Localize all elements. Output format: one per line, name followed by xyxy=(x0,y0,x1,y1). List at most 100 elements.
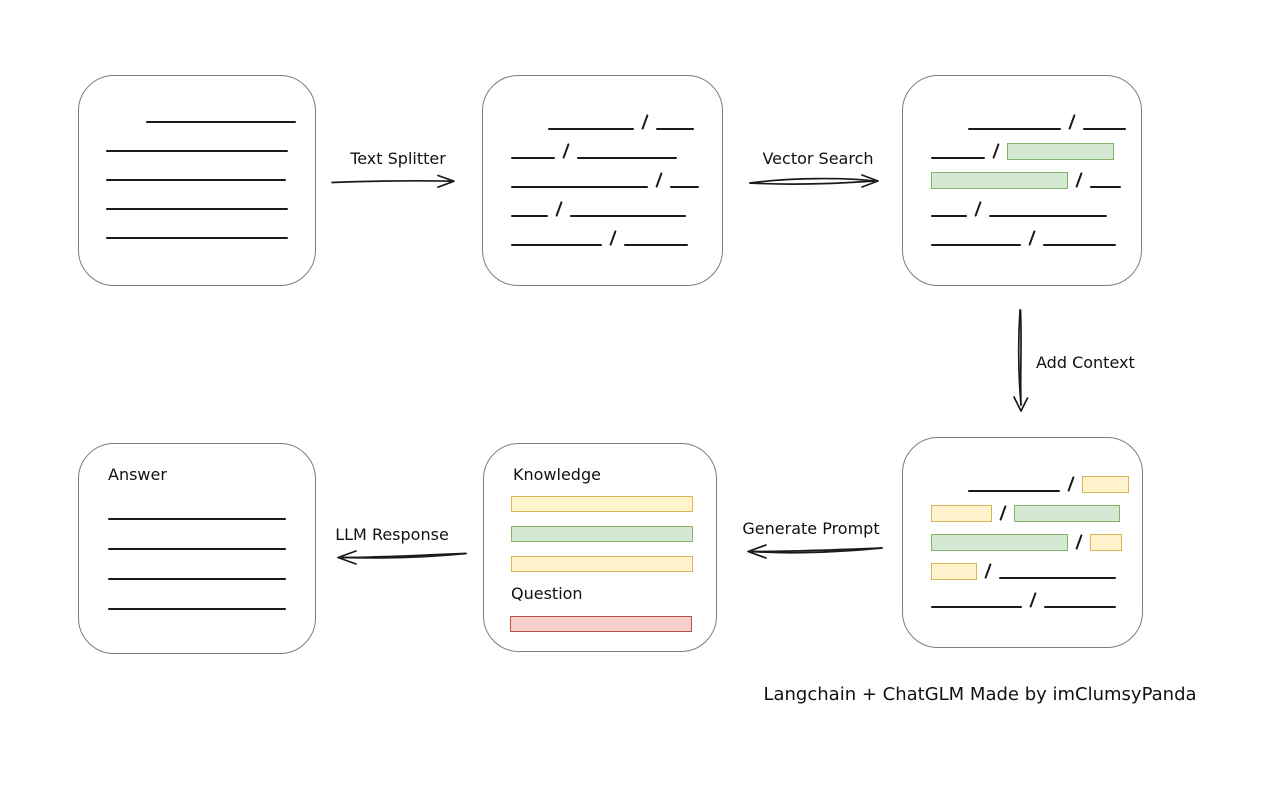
chunk-row xyxy=(106,211,315,240)
question-label: Question xyxy=(511,584,583,603)
indent-space xyxy=(511,130,540,131)
chunk-row xyxy=(931,160,1141,189)
text-line xyxy=(1090,186,1121,188)
chunk-row xyxy=(931,551,1142,580)
context-chunks-lines xyxy=(903,438,1142,609)
text-line xyxy=(511,157,555,159)
text-line xyxy=(577,157,677,159)
text-line xyxy=(989,215,1107,217)
chunk-row xyxy=(108,551,315,581)
chunk-row xyxy=(931,464,1142,493)
slash-separator xyxy=(984,563,992,579)
text-line xyxy=(656,128,694,130)
document-node xyxy=(78,75,316,286)
indent-space xyxy=(931,130,960,131)
knowledge-label: Knowledge xyxy=(513,465,601,484)
chunk-row xyxy=(931,131,1141,160)
slash-separator xyxy=(974,201,982,217)
text-line xyxy=(931,157,985,159)
chunk-row xyxy=(108,521,315,551)
slash-separator xyxy=(999,505,1007,521)
text-line xyxy=(108,548,286,550)
yellow-knowledge-bar xyxy=(511,496,693,512)
text-line xyxy=(931,215,967,217)
green-chunk-rect xyxy=(931,534,1068,551)
indent-space xyxy=(106,123,138,124)
prompt-node: Knowledge Question xyxy=(483,443,717,652)
slash-separator xyxy=(1068,114,1076,130)
knowledge-bars xyxy=(511,496,693,586)
vector-search-arrow xyxy=(749,174,879,188)
chunk-row xyxy=(931,580,1142,609)
chunks-node xyxy=(482,75,723,286)
matched-chunks-lines xyxy=(903,76,1141,247)
add-context-label: Add Context xyxy=(1036,353,1135,372)
indent-space xyxy=(931,492,960,493)
generate-prompt-arrow xyxy=(747,544,883,559)
chunk-row xyxy=(106,153,315,182)
chunk-row xyxy=(108,581,315,611)
chunk-row xyxy=(106,95,315,124)
generate-prompt-label: Generate Prompt xyxy=(742,519,880,538)
text-line xyxy=(624,244,688,246)
chunk-row xyxy=(511,131,722,160)
chunk-row xyxy=(108,491,315,521)
slash-separator xyxy=(562,143,570,159)
text-line xyxy=(931,606,1022,608)
answer-label: Answer xyxy=(108,465,167,484)
llm-response-arrow xyxy=(337,550,467,565)
text-line xyxy=(548,128,634,130)
slash-separator xyxy=(1075,534,1083,550)
chunks-lines xyxy=(483,76,722,247)
add-context-arrow xyxy=(1013,309,1029,412)
text-line xyxy=(106,237,288,239)
green-chunk-rect xyxy=(1007,143,1114,160)
slash-separator xyxy=(609,230,617,246)
text-splitter-label: Text Splitter xyxy=(350,149,446,168)
context-chunks-node xyxy=(902,437,1143,648)
vector-search-label: Vector Search xyxy=(762,149,874,168)
llm-response-label: LLM Response xyxy=(335,525,449,544)
chunk-row xyxy=(931,189,1141,218)
text-line xyxy=(999,577,1116,579)
green-knowledge-bar xyxy=(511,526,693,542)
slash-separator xyxy=(992,143,1000,159)
text-line xyxy=(968,128,1061,130)
chunk-row xyxy=(931,493,1142,522)
answer-lines xyxy=(79,444,315,611)
text-line xyxy=(511,215,548,217)
text-line xyxy=(106,208,288,210)
chunk-row xyxy=(106,124,315,153)
question-bar xyxy=(510,616,692,646)
green-chunk-rect xyxy=(1014,505,1120,522)
yellow-chunk-rect xyxy=(1082,476,1129,493)
green-chunk-rect xyxy=(931,172,1068,189)
yellow-chunk-rect xyxy=(1090,534,1122,551)
matched-chunks-node xyxy=(902,75,1142,286)
slash-separator xyxy=(1067,476,1075,492)
answer-node: Answer xyxy=(78,443,316,654)
chunk-row xyxy=(931,522,1142,551)
chunk-row xyxy=(511,160,722,189)
slash-separator xyxy=(1029,592,1037,608)
slash-separator xyxy=(655,172,663,188)
slash-separator xyxy=(555,201,563,217)
text-line xyxy=(108,608,286,610)
text-line xyxy=(570,215,686,217)
text-line xyxy=(511,244,602,246)
text-line xyxy=(1083,128,1126,130)
text-splitter-arrow xyxy=(331,174,455,189)
text-line xyxy=(1043,244,1116,246)
chunk-row xyxy=(511,189,722,218)
text-line xyxy=(1044,606,1116,608)
yellow-knowledge-bar xyxy=(511,556,693,572)
text-line xyxy=(968,490,1060,492)
yellow-chunk-rect xyxy=(931,563,977,580)
chunk-row xyxy=(106,182,315,211)
document-lines xyxy=(79,76,315,240)
chunk-row xyxy=(931,218,1141,247)
text-line xyxy=(670,186,699,188)
slash-separator xyxy=(1075,172,1083,188)
text-line xyxy=(931,244,1021,246)
